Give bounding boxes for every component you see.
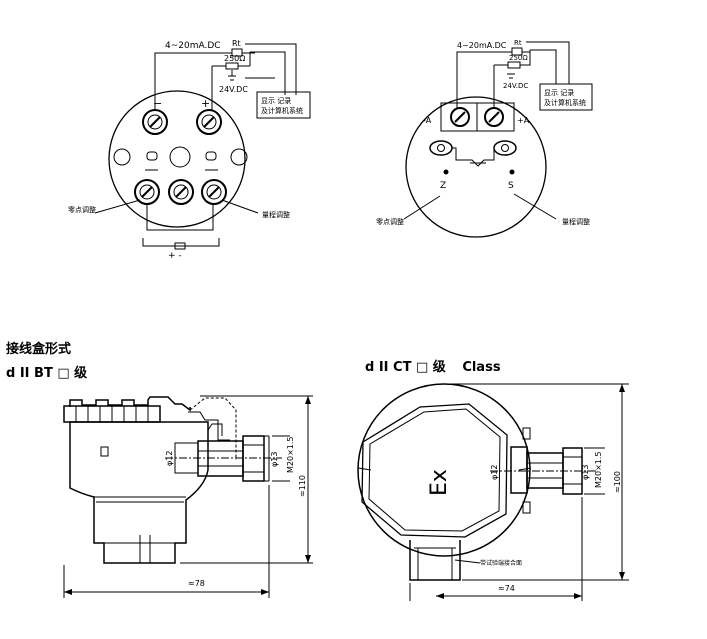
ct-bottom-label: 带试验端接合面 (480, 559, 522, 567)
s-label-2: S (508, 181, 514, 191)
loop-wires-2 (456, 41, 570, 108)
loop-wires-1 (154, 43, 297, 110)
ct-dim-phi13: φ13 (581, 465, 590, 480)
zero-adjust-label-1: 零点调整 (68, 205, 96, 214)
rt-label-1: Rt (232, 39, 241, 48)
ct-dim-phi12: φ12 (490, 465, 499, 480)
display-line1-2: 显示 记录 (544, 89, 574, 97)
terminal-board-2 (405, 96, 547, 238)
ct-dim-thread: M20×1.5 (594, 451, 603, 488)
ct-ex-label: Ex (427, 469, 452, 496)
z-label-2: Z (440, 181, 446, 191)
plus-a-label-2: +A (517, 116, 530, 125)
bt-body (69, 421, 209, 564)
ct-heading-class: Class (462, 360, 501, 375)
display-box-2 (539, 83, 593, 111)
plus-sign-1: + (201, 97, 210, 110)
bt-dim-phi13: φ13 (270, 452, 279, 467)
screw-bottom-mid-1 (168, 179, 194, 205)
pot-left-1 (146, 151, 158, 161)
bottom-sign-1: + - (168, 251, 182, 261)
minus-a-label-2: -A (423, 116, 432, 125)
screw-terminal-plus-2 (484, 107, 504, 127)
ct-heading-prefix: d II CT □ 级 (365, 360, 446, 375)
minus-sign-1: − (153, 97, 162, 110)
screw-terminal-plus-1 (196, 109, 222, 135)
ct-dim-height: ≈100 (613, 471, 622, 493)
current-label-1: 4~20mA.DC (165, 41, 221, 51)
screw-terminal-minus-1 (142, 109, 168, 135)
zero-adjust-label-2: 零点调整 (376, 217, 404, 226)
bt-dim-thread: M20×1.5 (286, 436, 295, 473)
bt-heading: d II BT □ 级 (6, 366, 88, 381)
bt-cap (69, 396, 191, 412)
link-bar-2 (429, 140, 517, 167)
current-label-2: 4~20mA.DC (457, 41, 507, 50)
bt-junction-box: φ12 φ13 M20×1.5 ≈110 ≈78 (63, 395, 313, 598)
display-line1-1: 显示 记录 (261, 97, 291, 105)
terminal-board-1 (108, 90, 246, 228)
bt-dim-height: ≈110 (298, 475, 307, 497)
rt-label-2: Rt (514, 39, 522, 47)
span-adjust-label-2: 量程调整 (562, 217, 590, 226)
supply-label-2: 24V.DC (503, 82, 528, 90)
screw-terminal-minus-2 (450, 107, 470, 127)
center-socket-1 (169, 146, 191, 168)
ct-heading: d II CT □ 级 Class (365, 356, 501, 375)
resistor-label-2: 250Ω (509, 54, 528, 62)
mount-hole-right-1 (230, 148, 248, 166)
bt-dim-width: ≈78 (188, 579, 205, 588)
wiring-diagram-1: 4~20mA.DC Rt 250Ω 24V.DC 显示 记录 及计算机系统 − … (68, 39, 311, 261)
resistor-label-1: 250Ω (224, 54, 245, 63)
screw-bottom-right-1 (201, 179, 227, 205)
ct-inner-polygon (361, 403, 508, 538)
pot-right-1 (205, 151, 217, 161)
display-line2-2: 及计算机系统 (544, 98, 586, 107)
bt-dim-phi12: φ12 (165, 451, 174, 466)
wiring-diagram-2: 4~20mA.DC Rt 250Ω 24V.DC 显示 记录 及计算机系统 -A… (376, 39, 593, 238)
supply-label-1: 24V.DC (219, 85, 248, 94)
mount-hole-left-1 (113, 148, 131, 166)
ct-junction-box: Ex 带试验端接合面 φ12 φ13 M20×1.5 ≈100 (357, 383, 629, 601)
section-title: 接线盒形式 (6, 342, 72, 357)
ct-dim-width: ≈74 (498, 584, 515, 593)
span-adjust-label-1: 量程调整 (262, 210, 290, 219)
ct-outer-circle (357, 383, 531, 557)
display-line2-1: 及计算机系统 (261, 106, 303, 115)
display-box-1 (256, 91, 311, 119)
